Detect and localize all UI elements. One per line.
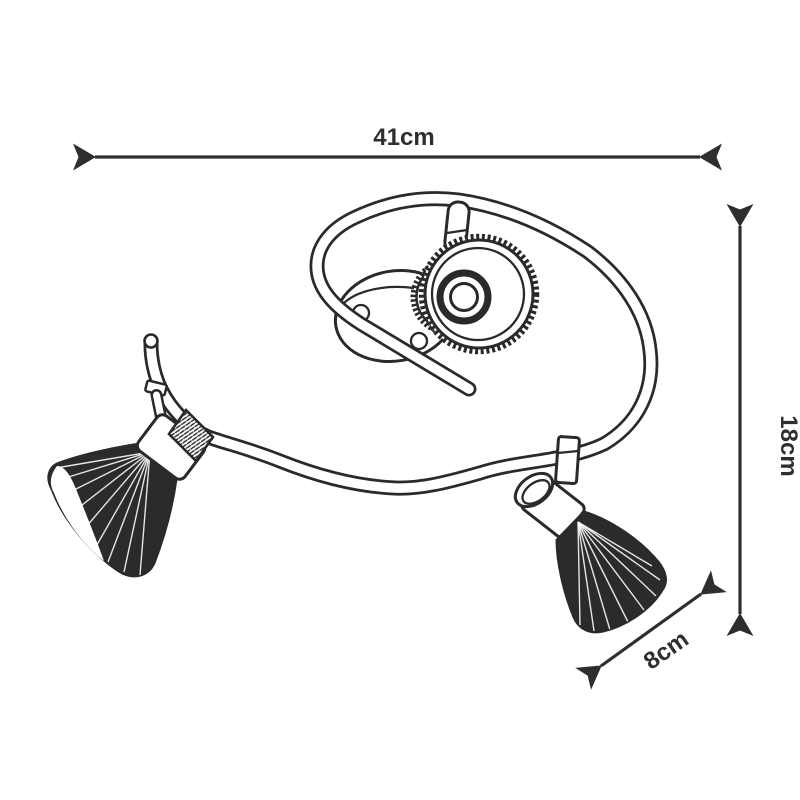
bezel-inner-rim: [430, 246, 526, 342]
right-clamp-bracket: [554, 435, 581, 486]
width-dimension-label: 41cm: [373, 124, 434, 151]
spiral-arm-fill: [146, 193, 656, 493]
peg-joint-line: [445, 228, 469, 235]
left-shade: [47, 442, 178, 578]
height-dimension-label: 18cm: [775, 415, 800, 476]
spiral-arm-open-end: [143, 333, 159, 349]
spiral-arm: [143, 191, 659, 496]
right-holder-opening-inner: [521, 479, 551, 505]
right-clamp-joint-line: [556, 449, 580, 455]
left-spotlight: [47, 379, 215, 578]
front-spotlight-head: [410, 233, 540, 355]
left-swivel-collar: [167, 407, 215, 464]
right-shade: [555, 510, 667, 634]
height-dimension: 18cm: [726, 204, 800, 636]
left-shade-ribs: [51, 451, 151, 576]
left-shade-inner-rim: [50, 466, 104, 561]
lamp-socket-ring: [436, 269, 492, 325]
width-dimension: 41cm: [73, 124, 722, 171]
depth-dimension-arrow: [575, 570, 727, 690]
canopy-screw-boss-right: [409, 331, 429, 351]
lamp-socket-hole: [449, 282, 479, 312]
